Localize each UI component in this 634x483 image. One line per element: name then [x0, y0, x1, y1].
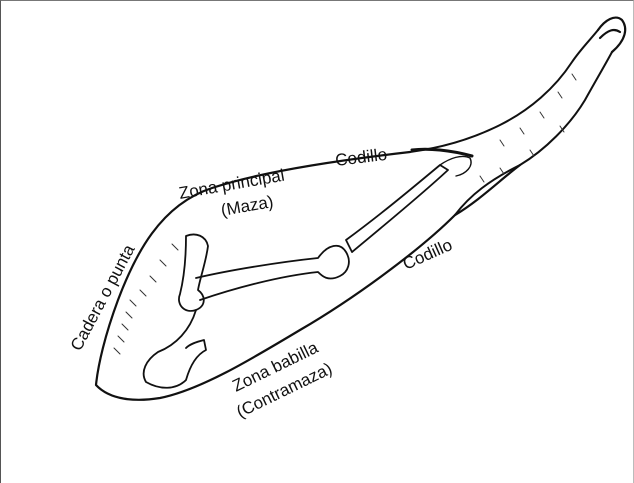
pelvis-lower: [144, 310, 206, 388]
pelvis-bone: [179, 234, 208, 310]
label-cadera-o-punta: Cadera o punta: [67, 241, 139, 354]
shading: [114, 74, 576, 354]
codillo-cut: [412, 149, 472, 156]
hoof: [598, 18, 625, 52]
shank-outline-top: [410, 30, 598, 152]
ham-outline: [96, 152, 520, 400]
label-codillo-top: Codillo: [334, 145, 388, 170]
tibia-bone: [346, 165, 448, 252]
femur-bone: [196, 246, 349, 300]
label-maza: (Maza): [219, 192, 274, 220]
